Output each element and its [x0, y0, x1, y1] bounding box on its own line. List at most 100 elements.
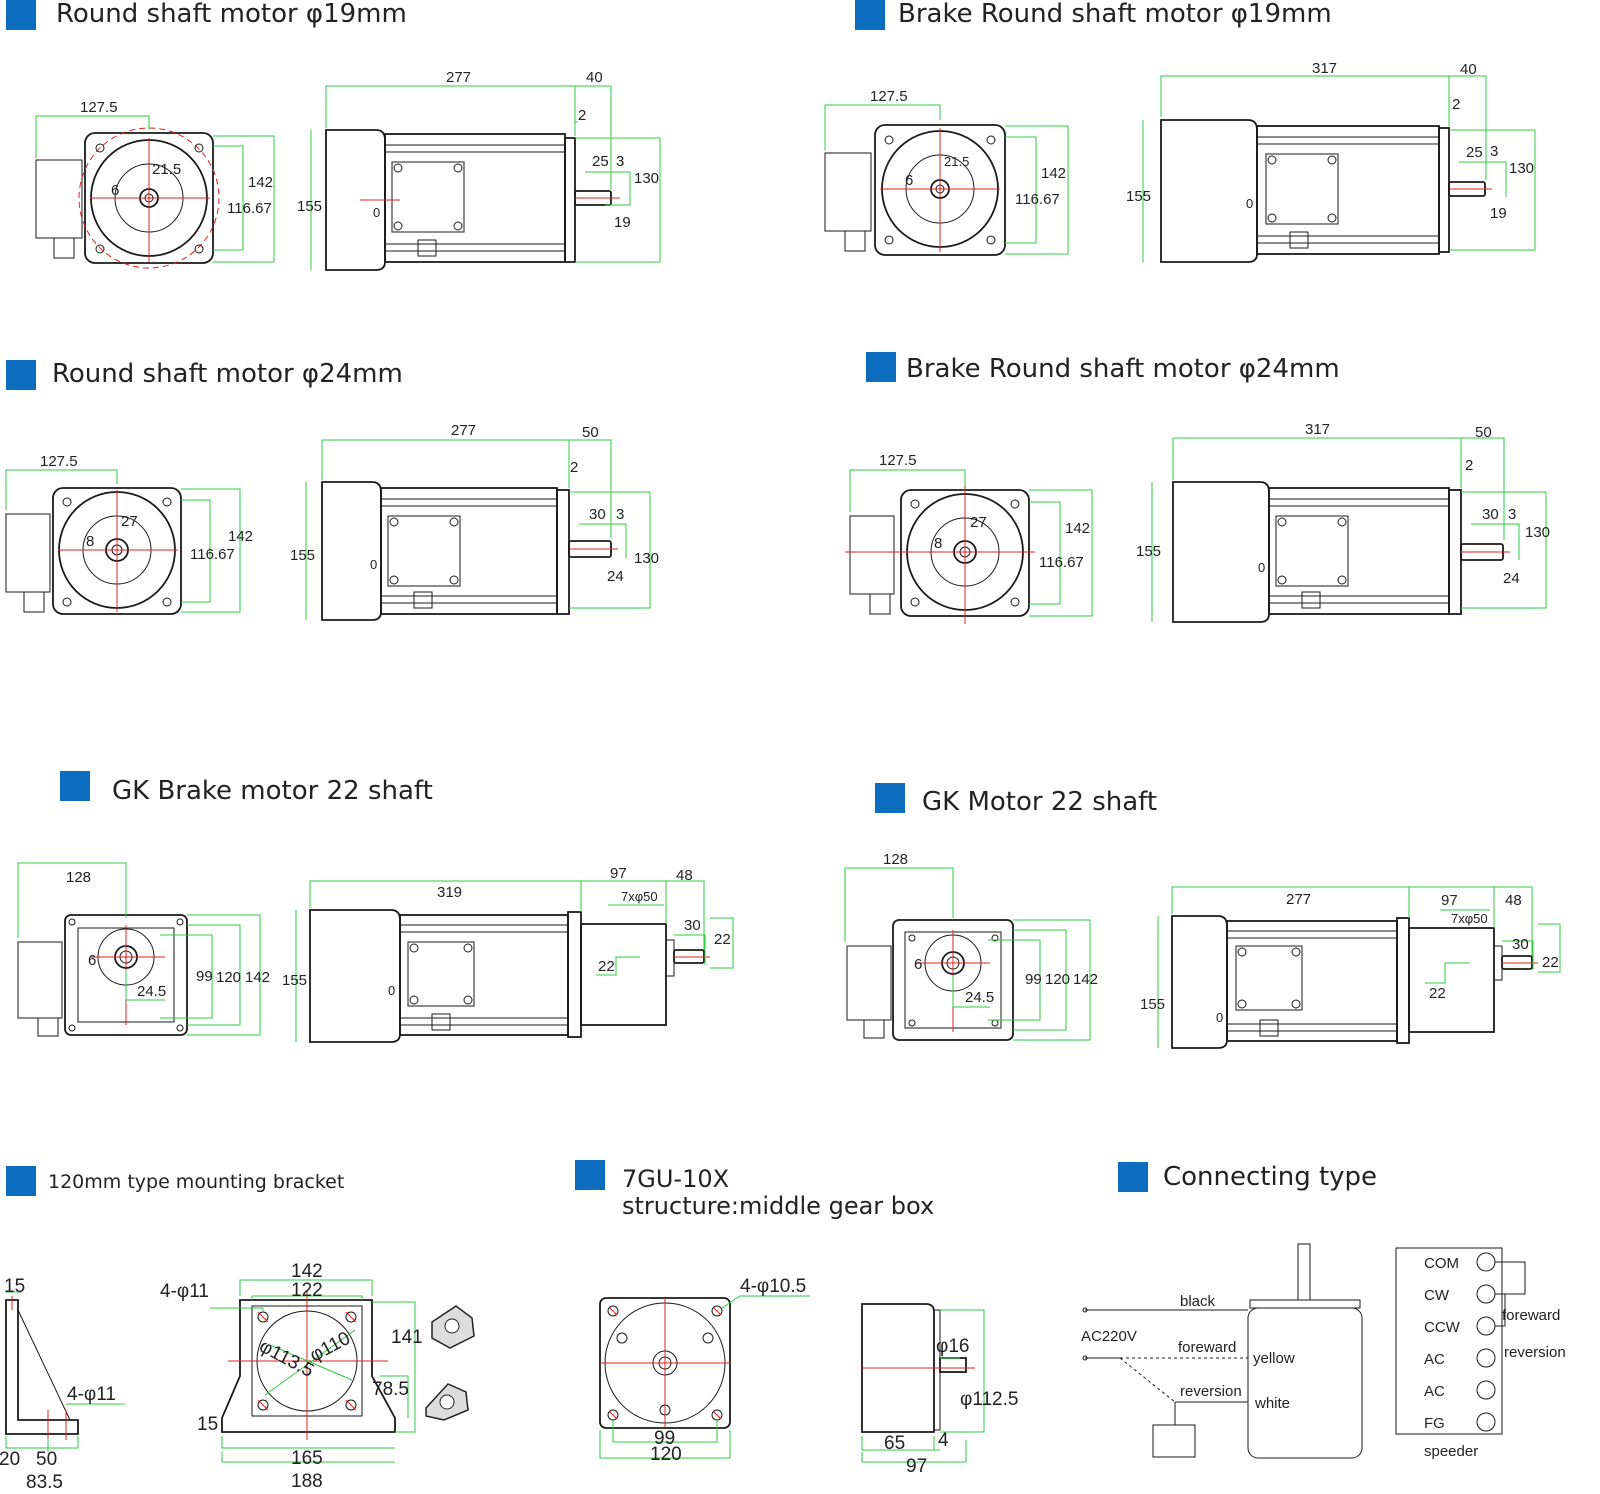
front-view: 127.5 27 8 142 116.67 [5, 453, 253, 615]
section-marker [866, 352, 896, 382]
svg-text:50: 50 [582, 424, 599, 441]
svg-text:48: 48 [1505, 892, 1522, 909]
svg-text:white: white [1254, 1395, 1290, 1412]
svg-text:40: 40 [586, 69, 603, 86]
brake-cover [1160, 119, 1258, 263]
svg-text:21.5: 21.5 [944, 154, 969, 169]
svg-text:40: 40 [1460, 61, 1477, 78]
section-title: Brake Round shaft motor φ19mm [898, 0, 1332, 29]
svg-text:277: 277 [446, 69, 471, 86]
svg-text:50: 50 [36, 1449, 57, 1470]
brake-cover [309, 909, 401, 1043]
motor-body [384, 133, 566, 263]
svg-text:8: 8 [934, 535, 942, 552]
svg-text:0: 0 [1246, 196, 1253, 211]
svg-text:99: 99 [196, 968, 213, 985]
gearbox [1408, 927, 1495, 1033]
svg-text:15: 15 [4, 1276, 25, 1297]
side-view: 277 40 2 25 3 130 155 0 19 [297, 69, 661, 271]
svg-text:27: 27 [121, 513, 138, 530]
section-title: GK Motor 22 shaft [922, 787, 1157, 817]
gearbox-front-view: 4-φ10.5 99 120 [599, 1276, 810, 1465]
brake-cover [1172, 481, 1270, 623]
svg-text:19: 19 [614, 214, 631, 231]
svg-text:277: 277 [1286, 891, 1311, 908]
gearbox-side-view: φ16 φ112.5 65 4 97 [861, 1303, 1018, 1477]
svg-text:24: 24 [1503, 570, 1520, 587]
svg-text:30: 30 [1482, 506, 1499, 523]
svg-text:3: 3 [616, 506, 624, 523]
section-middle-gearbox: 7GU-10X structure:middle gear box 4-φ10.… [575, 1160, 1018, 1477]
speeder-box [1395, 1247, 1503, 1435]
svg-text:6: 6 [111, 182, 119, 199]
svg-text:97: 97 [1441, 892, 1458, 909]
svg-text:2: 2 [1452, 96, 1460, 113]
svg-text:4-φ11: 4-φ11 [67, 1384, 116, 1405]
svg-text:21.5: 21.5 [152, 161, 181, 178]
svg-text:30: 30 [1512, 936, 1529, 953]
section-marker [875, 783, 905, 813]
motor-body [1256, 125, 1440, 255]
svg-text:7xφ50: 7xφ50 [1451, 911, 1488, 926]
front-flange [564, 137, 576, 263]
svg-text:30: 30 [684, 917, 701, 934]
terminal-box [849, 515, 895, 595]
svg-text:FG: FG [1424, 1415, 1445, 1432]
section-brake-round-shaft-24: Brake Round shaft motor φ24mm 127.5 27 8… [845, 352, 1550, 624]
svg-text:116.67: 116.67 [1015, 191, 1060, 208]
svg-text:0: 0 [1258, 560, 1265, 575]
section-brake-round-shaft-19: Brake Round shaft motor φ19mm 127.5 21.5… [824, 0, 1536, 263]
svg-text:155: 155 [282, 972, 307, 989]
svg-text:155: 155 [1126, 188, 1151, 205]
front-view: 127.5 21.5 6 142 116.67 [35, 99, 275, 269]
svg-text:2: 2 [578, 107, 586, 124]
motor-symbol [1247, 1307, 1363, 1459]
motor-shaft [1297, 1243, 1311, 1301]
svg-text:127.5: 127.5 [870, 88, 908, 105]
svg-text:24: 24 [607, 568, 624, 585]
svg-text:22: 22 [714, 931, 731, 948]
svg-text:155: 155 [290, 547, 315, 564]
section-marker [6, 0, 36, 30]
svg-text:reversion: reversion [1504, 1344, 1566, 1361]
svg-text:6: 6 [914, 956, 922, 973]
svg-text:25: 25 [592, 153, 609, 170]
front-view: 127.5 27 8 142 116.67 [845, 452, 1093, 624]
svg-text:65: 65 [884, 1433, 905, 1454]
svg-text:7xφ50: 7xφ50 [621, 889, 658, 904]
section-round-shaft-19: Round shaft motor φ19mm 127.5 21.5 6 142… [6, 0, 661, 271]
svg-text:78.5: 78.5 [372, 1379, 409, 1400]
flange [52, 487, 182, 615]
svg-text:142: 142 [1065, 520, 1090, 537]
flange [874, 124, 1006, 256]
bracket-front-view: 142 122 4-φ11 φ113.5 φ110 141 78.5 15 16… [160, 1261, 423, 1492]
front-view: 128 6 24.5 99 120 142 [844, 851, 1098, 1041]
flange [84, 132, 214, 264]
terminal-box [17, 941, 63, 1019]
svg-text:127.5: 127.5 [40, 453, 78, 470]
svg-text:142: 142 [1073, 971, 1098, 988]
svg-text:188: 188 [291, 1471, 323, 1492]
svg-text:3: 3 [1490, 143, 1498, 160]
section-title: 120mm type mounting bracket [48, 1171, 344, 1193]
motor-body [1226, 920, 1398, 1042]
terminal-box [824, 152, 872, 232]
svg-text:120: 120 [650, 1444, 682, 1465]
svg-text:22: 22 [598, 958, 615, 975]
section-gk-brake-motor: GK Brake motor 22 shaft 128 6 24.5 99 12… [17, 771, 734, 1043]
gearbox-shaft [939, 1357, 967, 1373]
svg-text:15: 15 [197, 1414, 218, 1435]
svg-text:speeder: speeder [1424, 1443, 1478, 1460]
motor-body [399, 914, 569, 1036]
section-marker [575, 1160, 605, 1190]
svg-text:130: 130 [1509, 160, 1534, 177]
side-view: 317 40 2 25 3 130 155 0 19 [1126, 60, 1536, 263]
svg-text:25: 25 [1466, 144, 1483, 161]
svg-text:foreward: foreward [1178, 1339, 1236, 1356]
capacitor [1152, 1424, 1196, 1458]
svg-text:22: 22 [1429, 985, 1446, 1002]
svg-text:116.67: 116.67 [190, 546, 235, 563]
section-round-shaft-24: Round shaft motor φ24mm 127.5 27 8 142 1… [5, 359, 659, 621]
svg-text:142: 142 [245, 969, 270, 986]
